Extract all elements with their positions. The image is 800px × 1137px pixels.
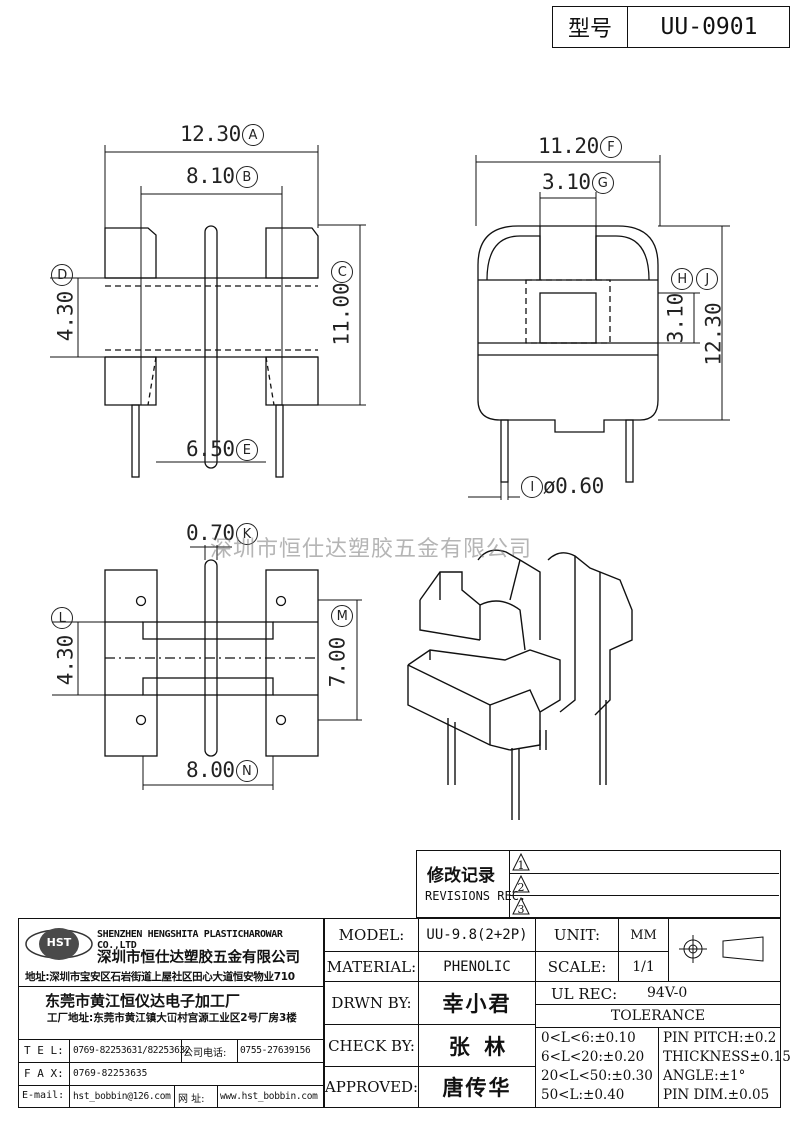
watermark: 深圳市恒仕达塑胶五金有限公司 (210, 537, 533, 562)
dim-h-mark: H (670, 266, 693, 290)
fax-label: F A X: (24, 1067, 64, 1080)
company-address: 地址:深圳市宝安区石岩街道上屋社区田心大道恒安物业710 (25, 971, 295, 983)
material-label: MATERIAL: (326, 957, 417, 976)
ul-value: 94V-0 (647, 985, 688, 1001)
company-logo: HST (23, 925, 95, 963)
dim-i-mark: I (521, 476, 543, 498)
factory-name: 东莞市黄江恒仪达电子加工厂 (45, 992, 241, 1010)
drawn-label: DRWN BY: (331, 994, 412, 1012)
web-label: 网 址: (178, 1094, 205, 1105)
tol-other-3: ANGLE:±1° (663, 1068, 746, 1084)
email-value[interactable]: hst_bobbin@126.com (73, 1091, 171, 1102)
bottom-left-view (104, 559, 319, 757)
material-value: PHENOLIC (443, 958, 511, 975)
ul-label: UL REC: (551, 985, 618, 1003)
model-header: 型号 UU-0901 (552, 6, 790, 48)
scale-value: 1/1 (632, 958, 655, 975)
dim-b-mark: B (235, 166, 258, 188)
factory-address: 工厂地址:东莞市黄江镇大冚村宫源工业区2号厂房3楼 (47, 1012, 297, 1024)
bottom-left-dimensions (52, 545, 362, 790)
tol-other-1: PIN PITCH:±0.2 (663, 1030, 777, 1046)
scale-label: SCALE: (547, 957, 607, 976)
projection-symbol (671, 929, 779, 973)
company-phone-label: 公司电话: (183, 1048, 227, 1059)
spec-block: MODEL: UU-9.8(2+2P) MATERIAL: PHENOLIC D… (324, 918, 791, 1108)
dim-n-mark: N (235, 760, 258, 782)
dim-c-mark: C (330, 259, 353, 283)
revision-2: 2 (512, 875, 530, 894)
top-right-view (477, 225, 659, 483)
dim-d-value: 4.30 (53, 290, 78, 342)
approved-value: 唐传华 (442, 1076, 512, 1100)
tol-other-2: THICKNESS±0.15 (663, 1049, 791, 1065)
company-name-cn: 深圳市恒仕达塑胶五金有限公司 (97, 950, 300, 966)
web-value[interactable]: www.hst_bobbin.com (220, 1091, 318, 1102)
tol-range-2: 6<L<20:±0.20 (541, 1049, 645, 1065)
dim-k-mark: K (235, 523, 258, 545)
company-name-en: SHENZHEN HENGSHITA PLASTICHAROWAR CO.,LT… (97, 929, 283, 951)
revisions-title-en: REVISIONS REC. (425, 889, 527, 903)
top-left-dimensions (50, 145, 366, 463)
tol-range-4: 50<L:±0.40 (541, 1087, 625, 1103)
company-block: HST SHENZHEN HENGSHITA PLASTICHAROWAR CO… (18, 918, 324, 1108)
unit-label: UNIT: (553, 926, 601, 944)
model-label: MODEL: (338, 926, 405, 944)
company-phone-value: 0755-27639156 (240, 1045, 311, 1056)
revisions-block: 修改记录 REVISIONS REC. 1 2 3 (416, 850, 781, 918)
dim-a-mark: A (241, 124, 264, 146)
approved-label: APPROVED: (324, 1078, 419, 1096)
dim-m-value: 7.00 (325, 636, 350, 688)
email-label: E-mail: (22, 1090, 65, 1101)
dim-f-mark: F (599, 136, 622, 158)
tol-other-4: PIN DIM.±0.05 (663, 1087, 770, 1103)
top-right-dimensions (468, 155, 730, 500)
model-header-label: 型号 (553, 7, 628, 47)
model-header-value: UU-0901 (660, 14, 758, 40)
dim-j-value: 12.30 (701, 302, 726, 366)
dim-j-mark: J (695, 266, 718, 290)
drawn-value: 幸小君 (442, 992, 512, 1016)
tolerance-label: TOLERANCE (610, 1008, 706, 1024)
tel-value: 0769-82253631/82253632 (73, 1045, 191, 1056)
dim-l-mark: L (50, 605, 73, 629)
isometric-view (407, 549, 633, 820)
revision-1: 1 (512, 853, 530, 872)
unit-value: MM (630, 927, 657, 943)
logo-text: HST (46, 936, 72, 949)
model-value: UU-9.8(2+2P) (426, 927, 528, 943)
dim-c-value: 11.00 (329, 282, 354, 346)
fax-value: 0769-82253635 (73, 1068, 148, 1079)
dim-m-mark: M (330, 603, 353, 627)
dim-e-mark: E (235, 439, 258, 461)
dim-h-value: 3.10 (663, 292, 688, 344)
tol-range-3: 20<L<50:±0.30 (541, 1068, 653, 1084)
dim-l-value: 4.30 (53, 634, 78, 686)
dim-d-mark: D (50, 262, 73, 286)
check-label: CHECK BY: (328, 1036, 415, 1055)
check-value: 张 林 (448, 1034, 506, 1059)
revisions-title-cn: 修改记录 (427, 866, 495, 886)
tel-label: T E L: (24, 1044, 64, 1057)
tol-range-1: 0<L<6:±0.10 (541, 1030, 636, 1046)
revision-3: 3 (512, 897, 530, 916)
dim-g-mark: G (591, 172, 614, 194)
